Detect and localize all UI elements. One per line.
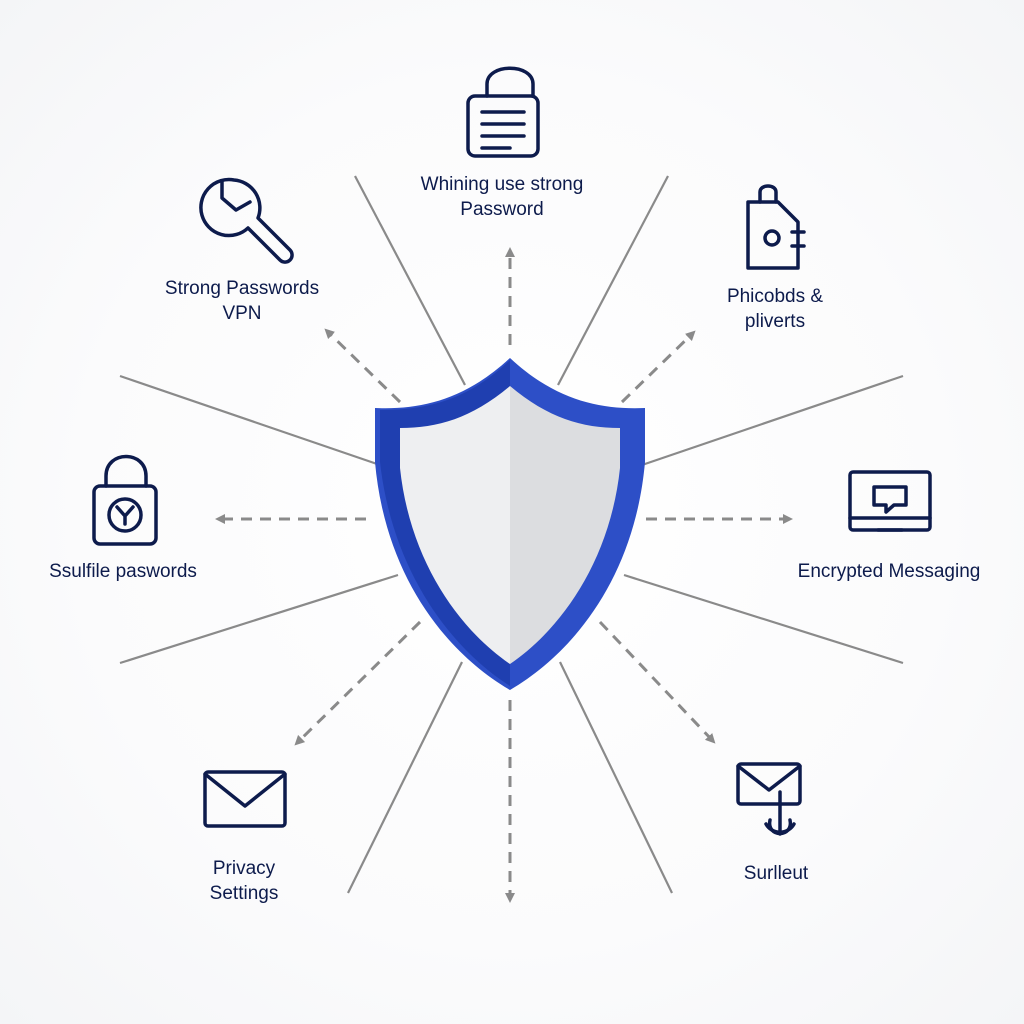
- wrench-icon: [199, 177, 294, 264]
- spoke-line: [623, 573, 904, 665]
- spoke-line: [641, 374, 904, 467]
- node-label-bottom-left: Privacy Settings: [210, 856, 279, 906]
- node-label-left: Ssulfile paswords: [49, 559, 197, 584]
- arrow-top-right: [620, 330, 696, 404]
- lock-document-icon: [466, 66, 540, 158]
- node-label-top-right: Phicobds & pliverts: [727, 284, 823, 334]
- spoke-line: [119, 573, 399, 665]
- label-line: Encrypted Messaging: [797, 561, 981, 582]
- label-line: Settings: [209, 883, 279, 904]
- padlock-icon: [92, 454, 158, 546]
- spoke-line: [354, 175, 466, 386]
- spoke-line: [557, 175, 669, 386]
- label-line: Ssulfile paswords: [49, 561, 197, 582]
- spoke-line: [559, 661, 673, 894]
- label-line: Password: [460, 199, 544, 220]
- arrow-top-left: [324, 328, 402, 404]
- node-label-top: Whining use strong Password: [421, 172, 584, 222]
- label-line: Surlleut: [743, 863, 809, 884]
- shield-icon: [375, 358, 645, 690]
- label-line: Privacy: [212, 858, 276, 879]
- arrow-bottom-left: [294, 620, 422, 746]
- monitor-message-icon: [848, 470, 932, 532]
- node-label-right: Encrypted Messaging: [798, 559, 981, 584]
- arrow-bottom-right: [598, 620, 716, 744]
- label-line: pliverts: [744, 311, 806, 332]
- spoke-lines: [119, 175, 904, 894]
- node-label-bottom-right: Surlleut: [744, 861, 808, 886]
- label-line: Phicobds &: [726, 286, 824, 307]
- envelope-hook-icon: [736, 762, 802, 836]
- label-line: Whining use strong: [420, 174, 584, 195]
- spoke-line: [347, 661, 463, 894]
- label-line: VPN: [222, 303, 262, 324]
- shopping-bag-document-icon: [746, 184, 806, 270]
- node-label-top-left: Strong Passwords VPN: [165, 276, 319, 326]
- envelope-icon: [203, 770, 287, 828]
- spoke-line: [119, 374, 381, 467]
- dashed-arrows: [215, 247, 793, 903]
- label-line: Strong Passwords: [164, 278, 320, 299]
